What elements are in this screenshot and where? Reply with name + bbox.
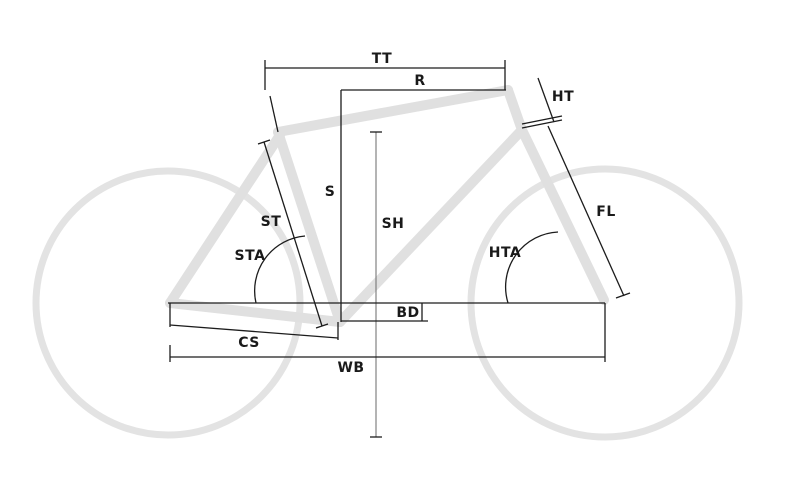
dimension-hta-arc (504, 231, 559, 304)
label-ht: HT (552, 89, 574, 105)
label-bd: BD (396, 305, 419, 321)
label-r: R (414, 73, 425, 89)
dimension-sh (370, 131, 382, 438)
dimension-wb (169, 303, 606, 362)
label-st: ST (261, 214, 282, 230)
dimension-st (257, 95, 329, 329)
label-s: S (325, 184, 336, 200)
top-tube (273, 85, 513, 137)
label-cs: CS (238, 335, 260, 351)
frame (165, 85, 609, 327)
dimension-sta-arc (253, 235, 306, 304)
dimension-cs (169, 303, 339, 340)
fork (517, 125, 609, 305)
seat-stay (165, 130, 285, 308)
label-hta: HTA (489, 245, 522, 261)
dimension-tt (264, 60, 506, 90)
label-fl: FL (596, 204, 615, 220)
dimension-fl (547, 125, 631, 299)
label-sta: STA (235, 248, 266, 264)
seat-tube (273, 127, 345, 327)
dimension-bd (341, 303, 428, 322)
dimension-r (340, 89, 506, 322)
chain-stay (165, 298, 345, 327)
label-wb: WB (337, 360, 364, 376)
label-sh: SH (382, 216, 405, 232)
down-tube (335, 127, 525, 327)
dimension-ht (521, 77, 563, 129)
head-tube (503, 85, 527, 135)
label-tt: TT (372, 51, 392, 67)
